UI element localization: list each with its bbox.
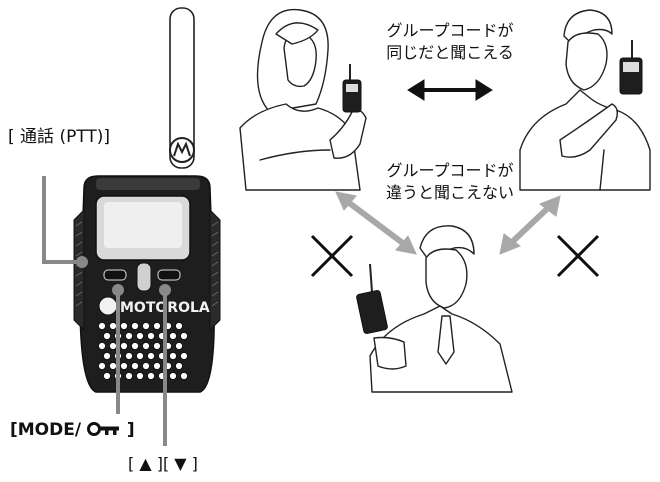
man-bottom-radio <box>356 263 388 334</box>
diff-group-arrow-right <box>499 195 561 255</box>
mode-button[interactable] <box>103 269 127 281</box>
speaker-hole <box>102 371 112 381</box>
speaker-hole <box>168 331 178 341</box>
cross-icon <box>556 234 600 278</box>
speaker-hole <box>130 321 140 331</box>
motorola-logo-icon <box>169 137 195 163</box>
callout-lines <box>42 176 167 446</box>
speaker-hole <box>102 331 112 341</box>
speaker-hole <box>135 331 145 341</box>
speaker-hole <box>119 341 129 351</box>
speaker-hole <box>124 351 134 361</box>
man-figure-bottom <box>369 225 513 393</box>
mode-label-suffix: ] <box>121 420 135 440</box>
speaker-hole <box>174 321 184 331</box>
speaker-hole <box>130 361 140 371</box>
speaker-hole <box>179 371 189 381</box>
speaker-hole <box>152 321 162 331</box>
speaker-hole <box>179 331 189 341</box>
woman-radio <box>342 64 362 113</box>
speaker-hole <box>152 361 162 371</box>
center-button[interactable] <box>136 262 152 292</box>
speaker-hole <box>146 331 156 341</box>
speaker-hole <box>135 351 145 361</box>
mode-label: [MODE/ ] <box>10 420 135 440</box>
speaker-hole <box>124 331 134 341</box>
diff-group-arrow-left <box>335 191 417 255</box>
speaker-hole <box>174 361 184 371</box>
up-down-label: [ ▲ ][ ▼ ] <box>128 454 198 473</box>
key-icon <box>87 420 121 440</box>
speaker-hole <box>152 341 162 351</box>
speaker-hole <box>97 341 107 351</box>
speaker-hole <box>108 361 118 371</box>
updown-callout-dot <box>159 284 171 296</box>
antenna <box>169 7 195 169</box>
man-figure-right <box>519 9 651 191</box>
same-group-caption-line1: グループコードが <box>386 21 514 40</box>
speaker-hole <box>124 371 134 381</box>
speaker-hole <box>141 361 151 371</box>
speaker-hole <box>179 351 189 361</box>
cross-icon <box>310 234 354 278</box>
man-right-radio <box>619 40 643 95</box>
speaker-hole <box>141 321 151 331</box>
speaker-hole <box>119 361 129 371</box>
speaker-hole <box>97 321 107 331</box>
two-way-radio: MOTOROLA <box>73 7 221 393</box>
mode-callout-dot <box>112 284 124 296</box>
speaker-hole <box>119 321 129 331</box>
speaker-hole <box>108 321 118 331</box>
diff-group-caption: グループコードが 違うと聞こえない <box>365 160 535 204</box>
speaker-hole <box>168 371 178 381</box>
speaker-hole <box>168 351 178 361</box>
ptt-callout-line <box>42 176 82 264</box>
speaker-hole <box>174 341 184 351</box>
speaker-hole <box>102 351 112 361</box>
up-down-button[interactable] <box>157 269 181 281</box>
speaker-hole <box>130 341 140 351</box>
woman-figure <box>239 8 367 191</box>
same-group-caption-line2: 同じだと聞こえる <box>386 43 514 62</box>
diff-group-caption-line2: 違うと聞こえない <box>385 183 514 202</box>
ptt-label: [ 通話 (PTT)] <box>8 127 111 147</box>
same-group-double-arrow <box>407 79 493 101</box>
speaker-hole <box>146 371 156 381</box>
ptt-callout-dot <box>76 256 88 268</box>
same-group-caption: グループコードが 同じだと聞こえる <box>365 20 535 64</box>
mode-label-prefix: [MODE/ <box>10 420 87 440</box>
speaker-hole <box>108 341 118 351</box>
speaker-hole <box>97 361 107 371</box>
speaker-hole <box>146 351 156 361</box>
diff-group-caption-line1: グループコードが <box>386 161 514 180</box>
speaker-hole <box>135 371 145 381</box>
speaker-hole <box>141 341 151 351</box>
